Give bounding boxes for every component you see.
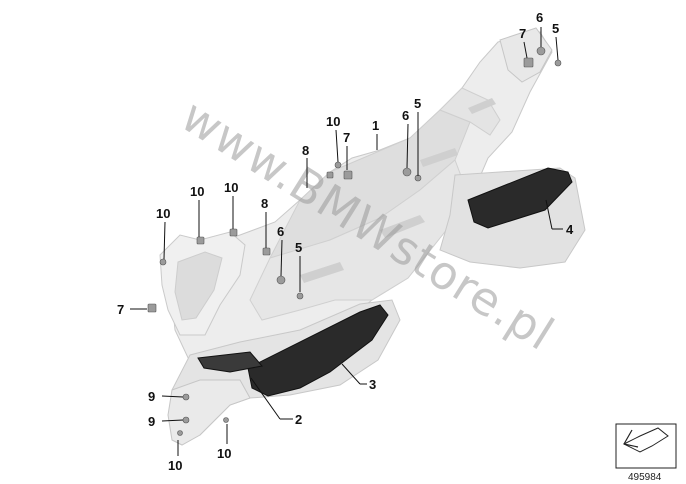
callout-10-bottom-left: 10 [168,458,182,473]
callout-6-lower: 6 [277,224,284,239]
callout-2: 2 [295,412,302,427]
callout-9-lower: 9 [148,414,155,429]
callout-7-top: 7 [519,26,526,41]
callout-9-upper: 9 [148,389,155,404]
callout-10-bottom-right: 10 [217,446,231,461]
callout-8-upper: 8 [302,143,309,158]
callout-5-mid: 5 [414,96,421,111]
callout-8-lower: 8 [261,196,268,211]
rear-foot-mat-part [467,167,573,229]
reference-box: 495984 [615,423,677,483]
callout-6-mid: 6 [402,108,409,123]
callout-4: 4 [566,222,574,237]
leader-lines [130,27,563,456]
reference-number: 495984 [628,472,662,483]
callout-10-post-left: 10 [156,206,170,221]
callout-10-post-mid: 10 [190,184,204,199]
callout-5-lower: 5 [295,240,302,255]
callout-5-top: 5 [552,21,559,36]
edge-strip-part [197,351,263,373]
direction-arrow-icon [622,427,669,453]
callout-7-left: 7 [117,302,124,317]
callout-1: 1 [372,118,379,133]
callout-10-post-right: 10 [224,180,238,195]
callout-10-upper: 10 [326,114,340,129]
callout-7-mid: 7 [343,130,350,145]
front-foot-mat-part [247,304,389,397]
callout-3: 3 [369,377,376,392]
callout-labels: 6 7 5 1 6 5 10 7 8 10 10 10 8 6 5 7 4 3 … [117,10,574,473]
callout-6-top: 6 [536,10,543,25]
